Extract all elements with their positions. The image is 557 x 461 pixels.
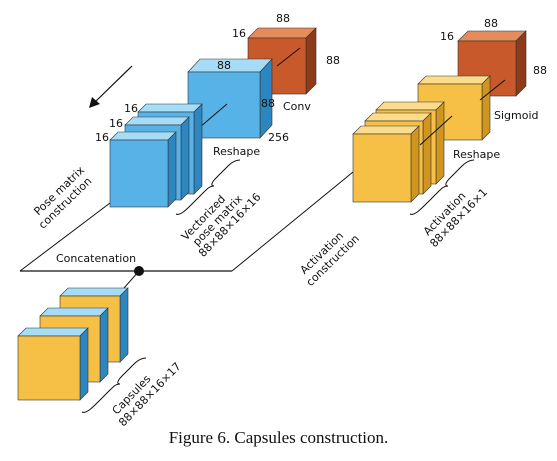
capsules-stack xyxy=(17,287,129,401)
act-slice-1 xyxy=(352,125,420,203)
act-conv-dim-left: 16 xyxy=(440,30,454,43)
concat-node xyxy=(134,266,144,276)
pose-branch-lead-line xyxy=(19,202,111,272)
act-reshape-label: Reshape xyxy=(453,148,500,161)
capsule-slice-1 xyxy=(17,327,89,401)
pose-stack-dim-2: 16 xyxy=(109,117,123,130)
capsules-label: Capsules 88×88×16×17 xyxy=(110,360,184,429)
pose-conv-to-reshape-line xyxy=(276,47,301,67)
pose-matrix-stack xyxy=(109,103,203,208)
act-conv-dim-right: 88 xyxy=(533,64,547,77)
act-conv-side xyxy=(515,30,527,97)
pose-stack-dim-1: 16 xyxy=(124,102,138,115)
pose-conv-dim-left: 16 xyxy=(232,27,246,40)
capsules-brace xyxy=(81,357,147,413)
act-reshape-stack xyxy=(352,75,491,203)
figure-caption: Figure 6. Capsules construction. xyxy=(168,428,389,447)
pose-conv-label: Conv xyxy=(283,100,311,113)
pose-reshape-dim-bottom: 256 xyxy=(268,131,289,144)
pose-reshape-dim-side: 88 xyxy=(261,97,275,110)
pose-conv-top xyxy=(247,27,317,39)
concat-label: Concatenation xyxy=(56,252,136,265)
act-conv-to-reshape-line xyxy=(479,79,506,101)
act-stack-brace xyxy=(409,159,475,215)
pose-arrow-head xyxy=(89,97,100,108)
act-reshape-to-stack-line xyxy=(419,115,453,146)
pose-conv-side xyxy=(305,27,317,95)
pose-stack-dim-3: 16 xyxy=(95,131,109,144)
pose-conv-dim-top: 88 xyxy=(276,12,290,25)
act-conv-dim-top: 88 xyxy=(484,17,498,30)
pose-arrow-line xyxy=(94,65,133,103)
act-branch-label: Activation construction xyxy=(297,229,361,289)
pose-reshape-label: Reshape xyxy=(213,145,260,158)
pose-reshape-dim-top: 88 xyxy=(217,59,231,72)
pose-conv-dim-right: 88 xyxy=(326,54,340,67)
pose-stack-brace xyxy=(175,159,241,215)
act-conv-top xyxy=(457,30,527,42)
pose-slice-1 xyxy=(109,131,177,208)
pose-reshape-block xyxy=(187,58,273,139)
act-branch-lead-line xyxy=(231,171,354,272)
act-sigmoid-label: Sigmoid xyxy=(494,109,539,122)
